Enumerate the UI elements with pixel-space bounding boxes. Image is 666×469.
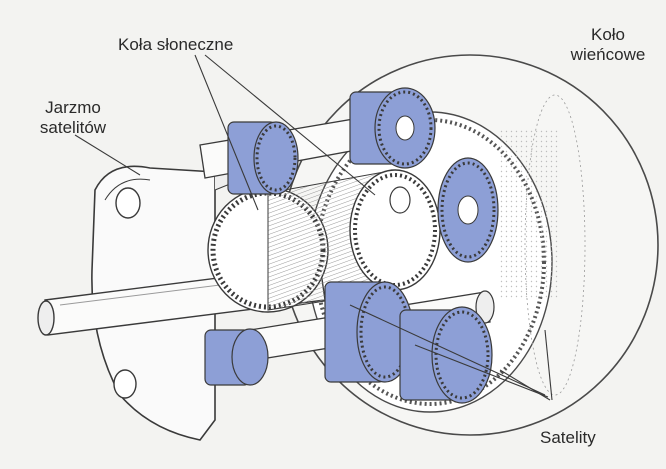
label-ring-gear: Koło wieńcowe xyxy=(553,25,663,65)
leader-sun-gear-1 xyxy=(194,54,259,211)
planet-gear-bottom-left xyxy=(204,328,269,386)
label-carrier-line1: Jarzmo xyxy=(45,98,101,117)
label-planets: Satelity xyxy=(540,428,596,447)
planet-gear-top-right xyxy=(349,87,436,169)
leader-planet-1 xyxy=(349,304,546,396)
sun-gear xyxy=(207,169,441,313)
leader-carrier xyxy=(74,134,141,176)
leader-planet-2 xyxy=(414,344,549,398)
label-sun-gears: Koła słoneczne xyxy=(118,35,234,54)
leader-lines xyxy=(74,54,553,401)
planet-gear-top-left xyxy=(227,121,299,195)
leader-sun-gear-2 xyxy=(204,54,376,196)
leader-planet-3 xyxy=(499,369,551,401)
planet-gear-middle-right xyxy=(437,157,499,263)
leader-planet-4 xyxy=(544,329,553,401)
label-ring-line2: wieńcowe xyxy=(570,45,646,64)
label-ring-line1: Koło xyxy=(590,25,626,44)
label-carrier: Jarzmo satelitów xyxy=(28,98,118,138)
planet-gears xyxy=(204,87,499,404)
planet-gear-bottom-right xyxy=(399,306,493,404)
label-carrier-line2: satelitów xyxy=(39,118,107,137)
